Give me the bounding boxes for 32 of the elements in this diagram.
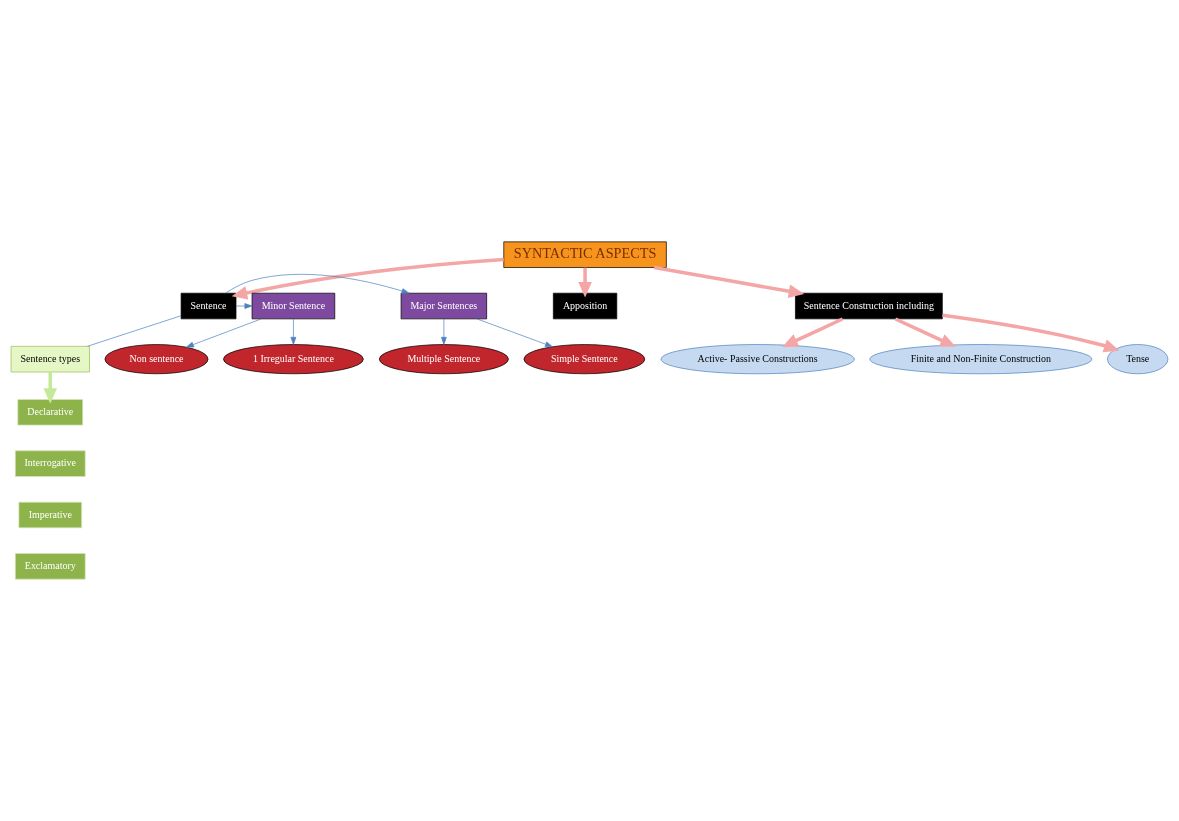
node-box: Sentence Construction including [795, 292, 943, 320]
arrow [476, 318, 553, 348]
arrow [231, 257, 504, 300]
node-ellipse: Simple Sentence [523, 344, 646, 375]
arrow [43, 372, 58, 404]
node-box: Declarative [17, 399, 84, 426]
node-box: Sentence types [10, 345, 90, 373]
node-box: Imperative [18, 501, 82, 529]
node-ellipse: 1 Irregular Sentence [223, 344, 364, 375]
arrow [942, 313, 1120, 353]
arrow [441, 318, 447, 345]
arrow [225, 274, 410, 294]
node-ellipse: Tense [1107, 344, 1169, 375]
node-box: Major Sentences [400, 292, 487, 320]
arrow [782, 317, 844, 347]
node-ellipse: Finite and Non-Finite Construction [869, 344, 1093, 375]
node-box: Exclamatory [14, 553, 86, 580]
node-box: SYNTACTIC ASPECTS [503, 241, 667, 268]
arrow [894, 317, 956, 347]
node-box: Minor Sentence [251, 292, 336, 320]
arrow [290, 318, 297, 345]
arrow [578, 267, 592, 298]
node-ellipse: Active- Passive Constructions [660, 344, 855, 375]
arrow [235, 303, 253, 309]
node-box: Apposition [553, 292, 618, 320]
arrow [653, 265, 805, 298]
arrow [186, 318, 262, 348]
node-box: Interrogative [14, 450, 86, 477]
node-ellipse: Multiple Sentence [378, 344, 509, 375]
connector [87, 315, 182, 347]
node-box: Sentence [180, 292, 237, 320]
node-ellipse: Non sentence [104, 344, 209, 375]
